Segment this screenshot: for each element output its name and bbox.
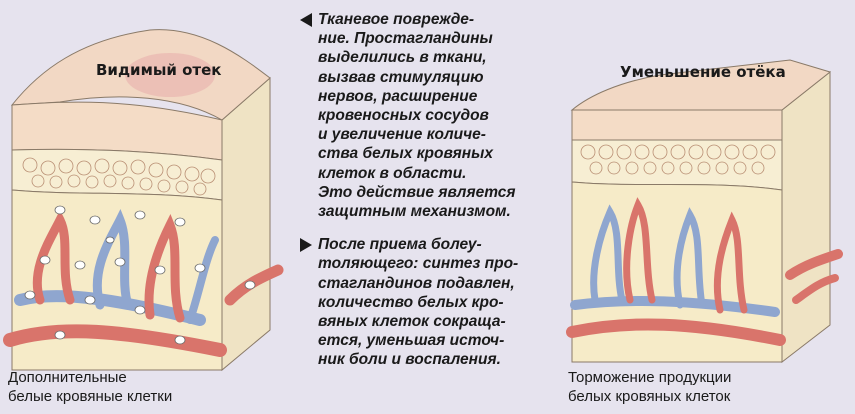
- para2-line: количество белых кро-: [318, 293, 504, 311]
- para2-line: ется, уменьшая источ-: [318, 332, 505, 350]
- para1-line: выделились в ткани,: [318, 49, 487, 67]
- right-caption-line2: белых кровяных клеток: [568, 388, 731, 405]
- para1-line: и увеличение количе-: [318, 126, 486, 144]
- right-caption: Торможение продукции белых кровяных клет…: [568, 368, 731, 406]
- left-caption-line2: белые кровяные клетки: [8, 388, 173, 405]
- tissue-side-face: [781, 70, 831, 364]
- left-caption-line1: Дополнительные: [8, 369, 127, 386]
- right-arrow-icon: [300, 238, 312, 253]
- swollen-tissue-svg: [3, 29, 284, 372]
- swelling-area: [125, 53, 215, 97]
- paragraph-after-painkiller: После приема болеу- толяющего: синтез пр…: [300, 235, 562, 369]
- para2-line: толяющего: синтез про-: [318, 255, 519, 273]
- visible-swelling-label: Видимый отек: [96, 61, 222, 79]
- para1-line: Это действие является: [318, 183, 516, 201]
- para2-line: После приема болеу-: [318, 236, 482, 254]
- swollen-tissue-illustration: [0, 0, 290, 414]
- para1-line: кровеносных сосудов: [318, 107, 489, 125]
- para1-line: клеток в области.: [318, 164, 467, 182]
- para2-line: ник боли и воспаления.: [318, 351, 501, 369]
- blood-vessels: [566, 197, 843, 346]
- epidermis-layer: [571, 109, 783, 141]
- explanation-text: Тканевое поврежде- ние. Простагландины в…: [300, 10, 562, 384]
- para1-line: ства белых кровяных: [318, 145, 493, 163]
- skin-surface: [570, 59, 832, 111]
- reduced-swelling-illustration: [560, 0, 855, 414]
- reduced-tissue-svg: [566, 59, 843, 364]
- cell-layer: [571, 139, 783, 191]
- tissue-side-face: [221, 76, 271, 372]
- cell-pattern: [22, 157, 216, 196]
- para1-line: защитным механизмом.: [318, 203, 511, 221]
- right-caption-line1: Торможение продукции: [568, 369, 732, 386]
- para1-line: ние. Простагландины: [318, 30, 493, 48]
- para1-line: нервов, расширение: [318, 87, 478, 105]
- paragraph-tissue-damage: Тканевое поврежде- ние. Простагландины в…: [300, 10, 562, 221]
- cell-pattern: [580, 144, 776, 175]
- para2-line: стагландинов подавлен,: [318, 274, 515, 292]
- para2-line: вяных клеток сокраща-: [318, 313, 506, 331]
- para1-line: вызвав стимуляцию: [318, 68, 484, 86]
- white-blood-cells: [24, 205, 256, 345]
- reduced-swelling-label: Уменьшение отёка: [620, 63, 786, 81]
- left-arrow-icon: [300, 13, 312, 27]
- left-caption: Дополнительные белые кровяные клетки: [8, 368, 172, 406]
- para1-line: Тканевое поврежде-: [318, 11, 475, 28]
